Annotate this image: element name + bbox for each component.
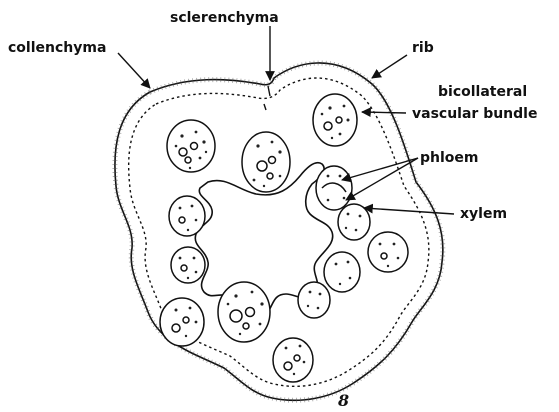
vascular-bundle — [338, 204, 370, 240]
vascular-bundle — [273, 338, 313, 382]
label-sclerenchyma: sclerenchyma — [170, 10, 279, 26]
vascular-bundle — [167, 120, 215, 172]
label-bicollateral: bicollateral — [438, 84, 527, 100]
label-vascular-bundle: vascular bundle — [412, 106, 537, 122]
vascular-bundle — [368, 232, 408, 272]
phloem-arrow-2 — [346, 158, 418, 200]
vascular-bundle-arrow — [362, 112, 406, 113]
vascular-bundle — [298, 282, 330, 318]
phloem-arrow-1 — [342, 158, 418, 180]
xylem-arrow — [364, 208, 454, 214]
collenchyma-arrow — [118, 53, 150, 88]
label-phloem: phloem — [420, 150, 479, 166]
vascular-bundle — [171, 247, 205, 283]
vascular-bundle — [324, 252, 360, 292]
rib-arrow — [372, 55, 407, 78]
vascular-bundle — [160, 298, 204, 346]
vascular-bundle — [242, 132, 290, 192]
label-xylem: xylem — [460, 206, 507, 222]
vascular-bundle — [313, 94, 357, 146]
label-rib: rib — [412, 40, 434, 56]
vascular-bundle — [169, 196, 205, 236]
vascular-bundle — [316, 166, 352, 210]
figure-number: 8 — [337, 391, 349, 410]
vascular-bundle — [218, 282, 270, 342]
label-collenchyma: collenchyma — [8, 40, 106, 56]
leader-lines — [118, 26, 454, 214]
